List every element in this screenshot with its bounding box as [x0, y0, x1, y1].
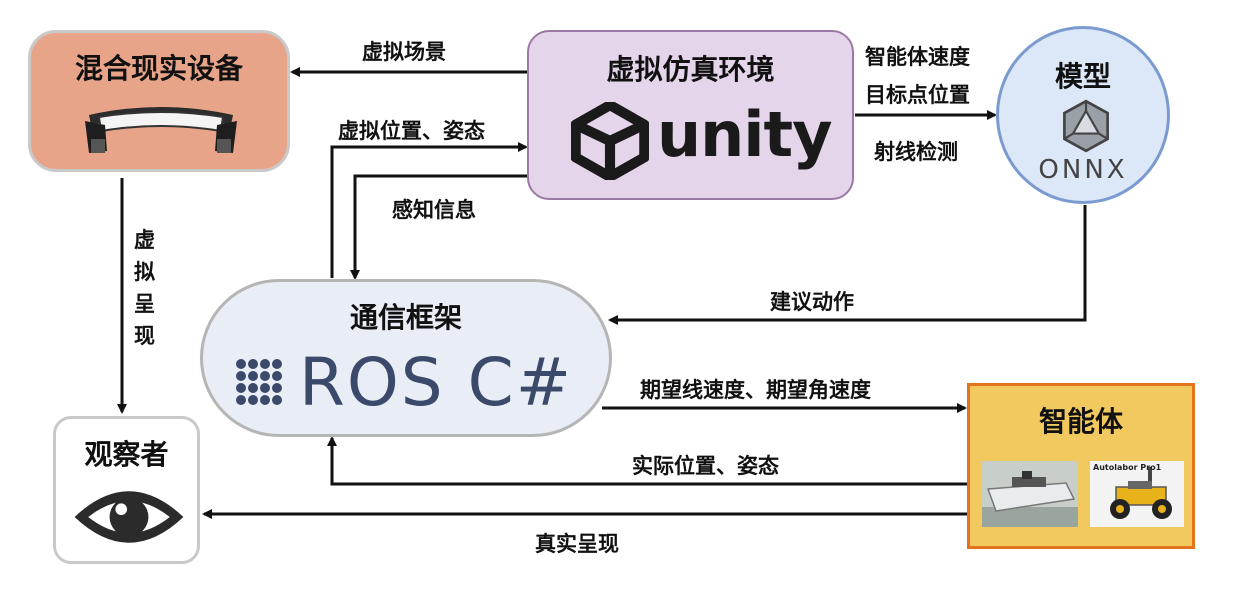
label-agent-speed: 智能体速度	[865, 45, 970, 69]
virtual-env-title: 虚拟仿真环境	[606, 53, 775, 86]
unity-logo-icon	[571, 102, 649, 180]
unity-logo-text: unity	[657, 98, 833, 171]
mixed-reality-device-node: 混合现实设备	[28, 30, 290, 172]
label-ray-detection: 射线检测	[874, 140, 958, 164]
arrow-actual-pose	[327, 436, 968, 486]
boat-icon	[982, 461, 1078, 527]
comm-framework-title: 通信框架	[349, 301, 462, 334]
observer-node: 观察者	[53, 416, 200, 564]
eye-icon	[74, 491, 184, 543]
mixed-reality-device-title: 混合现实设备	[74, 52, 243, 85]
arrow-virtual-pose	[330, 142, 528, 278]
label-virtual-scene: 虚拟场景	[362, 40, 446, 64]
headset-icon	[85, 107, 237, 153]
robot-car-caption: Autolabor Pro1	[1093, 463, 1162, 472]
label-real-presentation: 真实呈现	[535, 532, 619, 556]
arrow-perception	[350, 174, 527, 280]
label-virtual-presentation-2: 拟	[134, 260, 155, 284]
comm-framework-node: 通信框架 ROS C#	[200, 279, 612, 437]
label-suggested-action: 建议动作	[770, 290, 854, 314]
label-virtual-presentation-3: 呈	[134, 292, 155, 316]
label-virtual-presentation-4: 现	[134, 324, 155, 348]
agent-node: 智能体 Autolabor Pro1	[967, 383, 1195, 549]
onnx-logo-text: ONNX	[1038, 155, 1128, 185]
boat-photo	[982, 461, 1078, 527]
label-expected-velocity: 期望线速度、期望角速度	[640, 378, 871, 402]
model-title: 模型	[1054, 60, 1111, 93]
robot-car-icon	[1110, 467, 1172, 519]
robot-car-photo: Autolabor Pro1	[1090, 461, 1184, 527]
arrow-suggested-action	[608, 205, 1087, 325]
label-actual-pose: 实际位置、姿态	[632, 454, 779, 478]
label-virtual-presentation-1: 虚	[134, 228, 155, 252]
ros-dots-icon	[236, 359, 282, 405]
agent-title: 智能体	[1038, 405, 1123, 438]
onnx-logo-icon	[1063, 99, 1109, 153]
ros-csharp-logo-text: ROS C#	[299, 344, 574, 421]
label-virtual-pose: 虚拟位置、姿态	[338, 119, 485, 143]
model-node: 模型 ONNX	[996, 26, 1170, 204]
virtual-env-node: 虚拟仿真环境 unity	[527, 30, 854, 200]
observer-title: 观察者	[84, 438, 169, 471]
label-perception: 感知信息	[392, 198, 476, 222]
label-target-position: 目标点位置	[865, 83, 970, 107]
